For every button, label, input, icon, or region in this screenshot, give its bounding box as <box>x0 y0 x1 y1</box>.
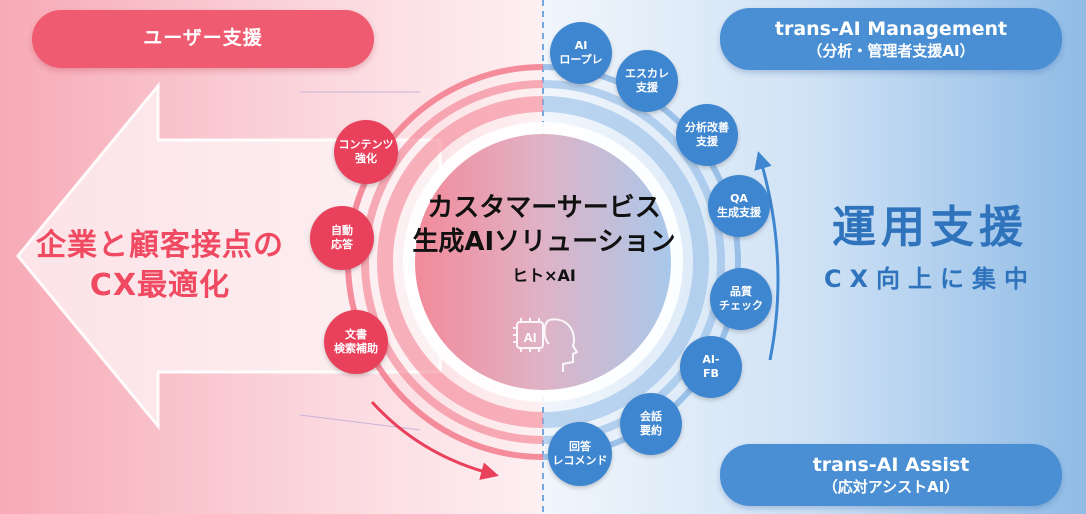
ai-icon-label: AI <box>524 330 537 345</box>
assist-pill: trans-AI Assist （応対アシストAI） <box>720 444 1062 506</box>
bubble-ai-roleplay-line1: AI <box>574 39 588 53</box>
bubble-summary-line1: 会話 <box>640 410 662 424</box>
bubble-recommend: 回答 レコメンド <box>548 422 612 486</box>
operations-support-line2: CX向上に集中 <box>823 265 1037 293</box>
operations-support-line1: 運用支援 <box>832 202 1028 253</box>
bubble-auto-response-line2: 応答 <box>331 238 353 251</box>
management-pill: trans-AI Management （分析・管理者支援AI） <box>720 8 1062 70</box>
center-solution-text: カスタマーサービス 生成AIソリューション ヒト×AI <box>384 192 704 286</box>
bubble-escalation-line1: エスカレ <box>625 67 669 81</box>
bubble-quality-check-line2: チェック <box>719 299 763 312</box>
bubble-qa-generation: QA 生成支援 <box>708 175 770 237</box>
bubble-ai-roleplay-line2: ロープレ <box>559 53 603 66</box>
bubble-summary-line2: 要約 <box>640 424 662 437</box>
cx-optimization-title: 企業と顧客接点の CX最適化 <box>0 226 320 305</box>
bubble-quality-check-line1: 品質 <box>730 285 752 299</box>
bubble-auto-response-line1: 自動 <box>331 224 353 238</box>
cx-optimization-line1: 企業と顧客接点の <box>36 228 284 263</box>
bubble-ai-fb: AI- FB <box>680 336 742 398</box>
center-line2: 生成AIソリューション <box>412 226 676 257</box>
bubble-auto-response: 自動 応答 <box>310 206 374 270</box>
cx-optimization-line2: CX最適化 <box>89 267 231 303</box>
bubble-recommend-line2: レコメンド <box>552 454 608 467</box>
assist-title: trans-AI Assist <box>812 453 970 476</box>
center-core <box>415 134 671 390</box>
bubble-content-enhance: コンテンツ 強化 <box>334 120 398 184</box>
management-subtitle: （分析・管理者支援AI） <box>807 41 975 60</box>
management-title: trans-AI Management <box>774 17 1008 40</box>
bubble-analysis-line1: 分析改善 <box>685 121 729 135</box>
user-support-label: ユーザー支援 <box>143 27 263 50</box>
bubble-escalation: エスカレ 支援 <box>616 50 678 112</box>
bubble-escalation-line2: 支援 <box>636 81 658 94</box>
bubble-analysis-line2: 支援 <box>696 135 718 148</box>
center-line3: ヒト×AI <box>512 265 576 285</box>
bubble-doc-search-line2: 検索補助 <box>334 342 378 355</box>
bubble-ai-fb-line2: FB <box>703 367 719 380</box>
bubble-doc-search: 文書 検索補助 <box>324 310 388 374</box>
bubble-recommend-line1: 回答 <box>569 440 591 454</box>
bubble-ai-fb-line1: AI- <box>702 353 720 367</box>
user-support-pill: ユーザー支援 <box>32 10 374 68</box>
bubble-ai-roleplay: AI ロープレ <box>550 22 612 84</box>
bubble-qa-generation-line2: 生成支援 <box>717 206 761 219</box>
bubble-quality-check: 品質 チェック <box>710 268 772 330</box>
bubble-analysis: 分析改善 支援 <box>676 104 738 166</box>
bubble-content-enhance-line2: 強化 <box>355 152 377 165</box>
assist-subtitle: （応対アシストAI） <box>822 477 960 496</box>
bubble-qa-generation-line1: QA <box>730 192 748 206</box>
ai-head-icon <box>513 318 579 372</box>
operations-support-title: 運用支援 CX向上に集中 <box>800 200 1060 294</box>
bubble-content-enhance-line1: コンテンツ <box>338 138 394 152</box>
bubble-doc-search-line1: 文書 <box>345 328 367 342</box>
center-line1: カスタマーサービス <box>427 193 661 223</box>
bubble-summary: 会話 要約 <box>620 393 682 455</box>
